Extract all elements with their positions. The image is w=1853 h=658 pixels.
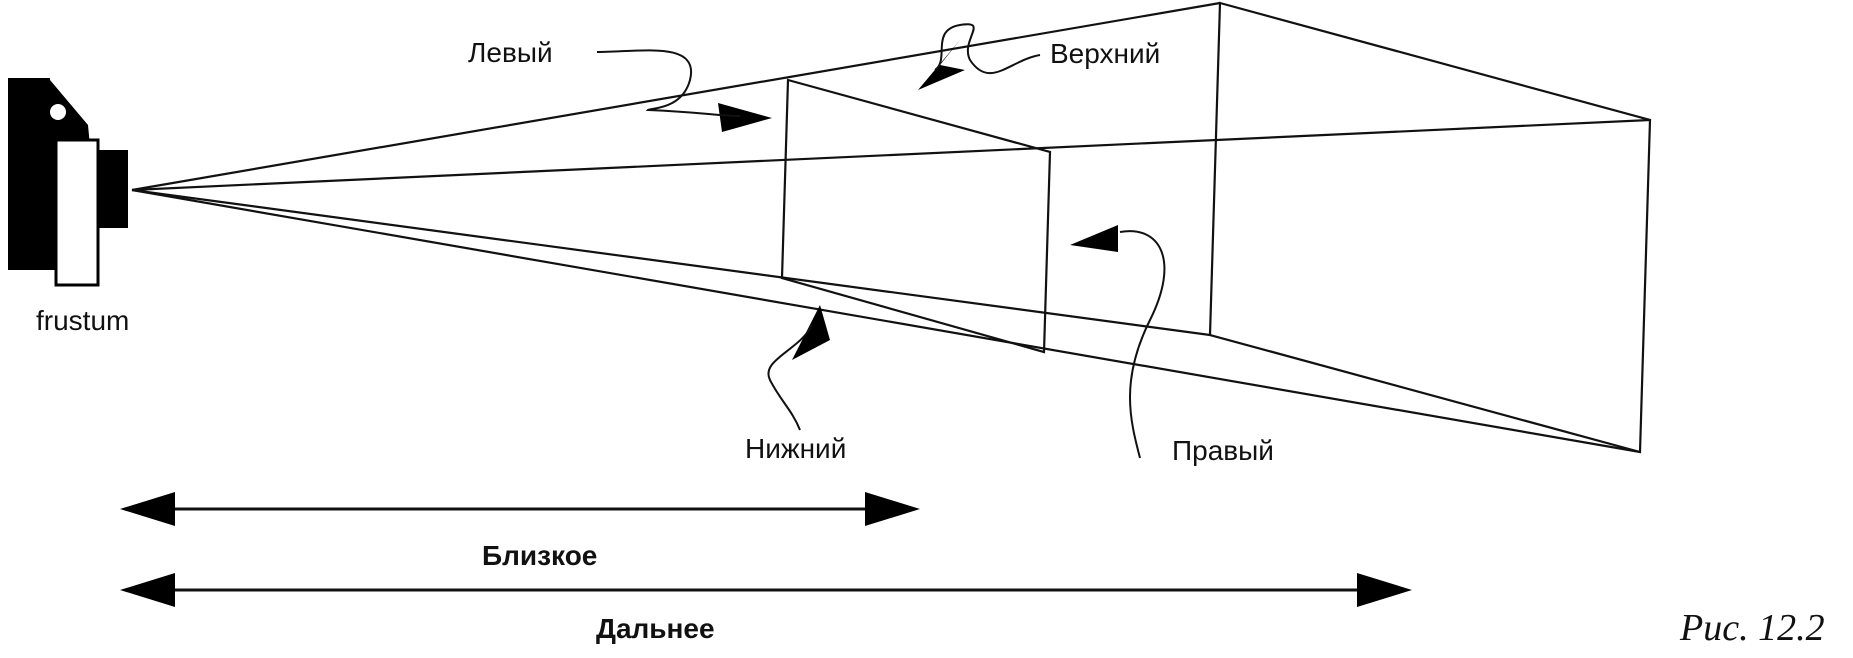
figure-caption: Рис. 12.2 [1679,607,1825,649]
label-left: Левый [468,37,553,68]
label-camera: frustum [36,305,129,336]
near-distance-arrow [120,492,920,526]
label-right: Правый [1172,435,1274,466]
leader-lines [596,23,1166,459]
label-bottom: Нижний [745,433,846,464]
plane-pointers [718,40,1118,360]
label-top: Верхний [1050,38,1160,69]
label-near: Близкое [482,540,597,571]
frustum-edges [131,1,1652,454]
label-far: Дальнее [596,613,715,644]
far-distance-arrow [120,573,1412,607]
camera-icon [8,78,128,287]
